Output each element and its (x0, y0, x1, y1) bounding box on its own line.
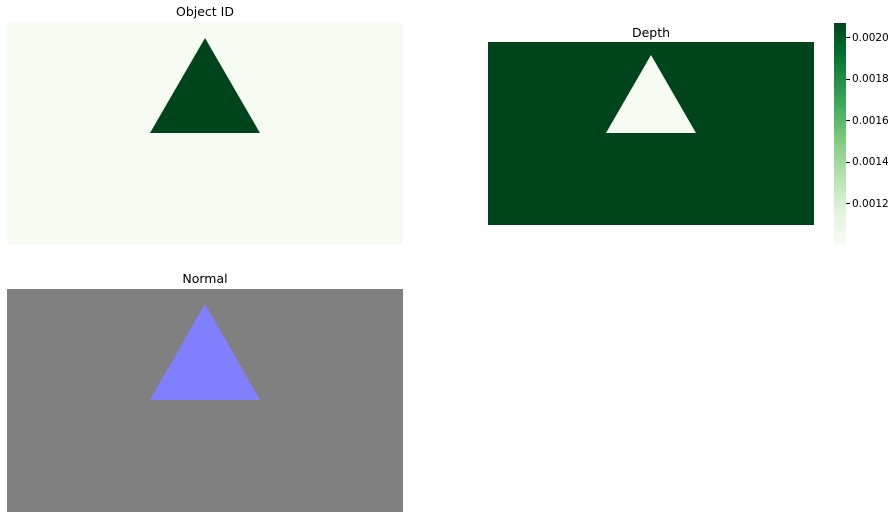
object-id-triangle (150, 38, 260, 133)
normal-image (7, 289, 403, 512)
depth-image (488, 42, 814, 225)
colorbar-tick-label: 0.0012 (852, 197, 889, 210)
colorbar-tick-mark (846, 37, 850, 39)
colorbar-tick-mark (846, 203, 850, 204)
colorbar-tick-label: 0.0014 (852, 155, 889, 168)
colorbar-tick-mark (846, 78, 850, 80)
colorbar-tick-mark (846, 161, 850, 163)
normal-title: Normal (182, 271, 228, 286)
colorbar-tick-mark (846, 120, 850, 121)
depth-title: Depth (631, 25, 671, 40)
colorbar-tick-label: 0.0018 (852, 72, 889, 85)
colorbar-tick-label: 0.0020 (852, 31, 889, 44)
object-id-image (7, 23, 403, 245)
depth-triangle (606, 55, 696, 133)
object-id-title: Object ID (176, 4, 234, 19)
colorbar-gradient (834, 23, 846, 245)
colorbar-tick-label: 0.0016 (852, 114, 889, 127)
depth-colorbar (834, 23, 846, 245)
normal-triangle (150, 304, 260, 400)
